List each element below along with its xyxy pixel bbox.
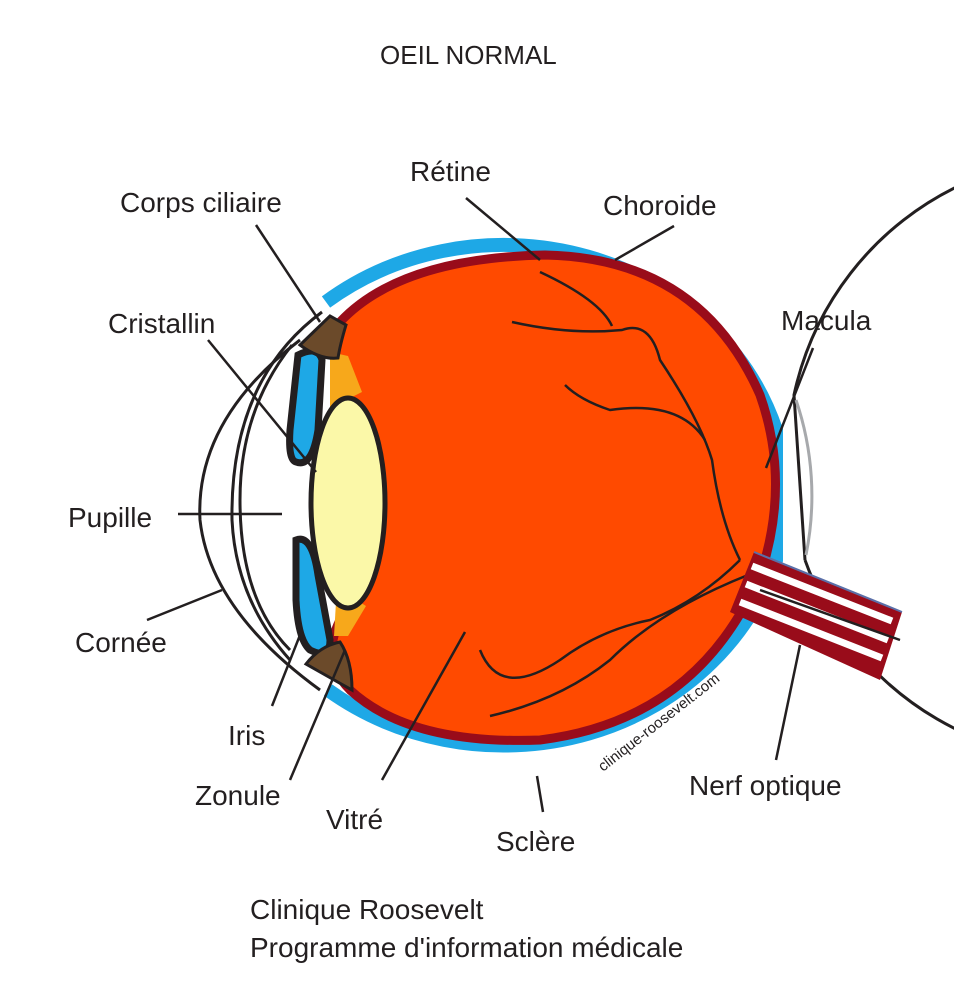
- label-choroide: Choroide: [603, 190, 717, 221]
- label-cristallin: Cristallin: [108, 308, 216, 339]
- diagram-title: OEIL NORMAL: [380, 40, 557, 70]
- label-iris: Iris: [228, 720, 266, 751]
- cornea: [198, 338, 321, 692]
- leader-lines: [146, 197, 815, 813]
- label-retine: Rétine: [410, 156, 491, 187]
- label-corps-ciliaire: Corps ciliaire: [120, 187, 282, 218]
- label-vitre: Vitré: [326, 804, 384, 835]
- footer-line-2: Programme d'information médicale: [250, 932, 684, 963]
- optic-nerve: [730, 551, 903, 680]
- label-pupille: Pupille: [68, 502, 153, 533]
- ciliary-body: [297, 314, 354, 693]
- label-sclere: Sclère: [496, 826, 576, 857]
- label-zonule: Zonule: [195, 780, 281, 811]
- label-nerf-optique: Nerf optique: [689, 770, 842, 801]
- label-cornee: Cornée: [75, 627, 167, 658]
- retina-vessels: [478, 270, 749, 718]
- lens: [308, 395, 388, 611]
- label-macula: Macula: [781, 305, 872, 336]
- sclera: [230, 186, 954, 730]
- footer-line-1: Clinique Roosevelt: [250, 894, 484, 925]
